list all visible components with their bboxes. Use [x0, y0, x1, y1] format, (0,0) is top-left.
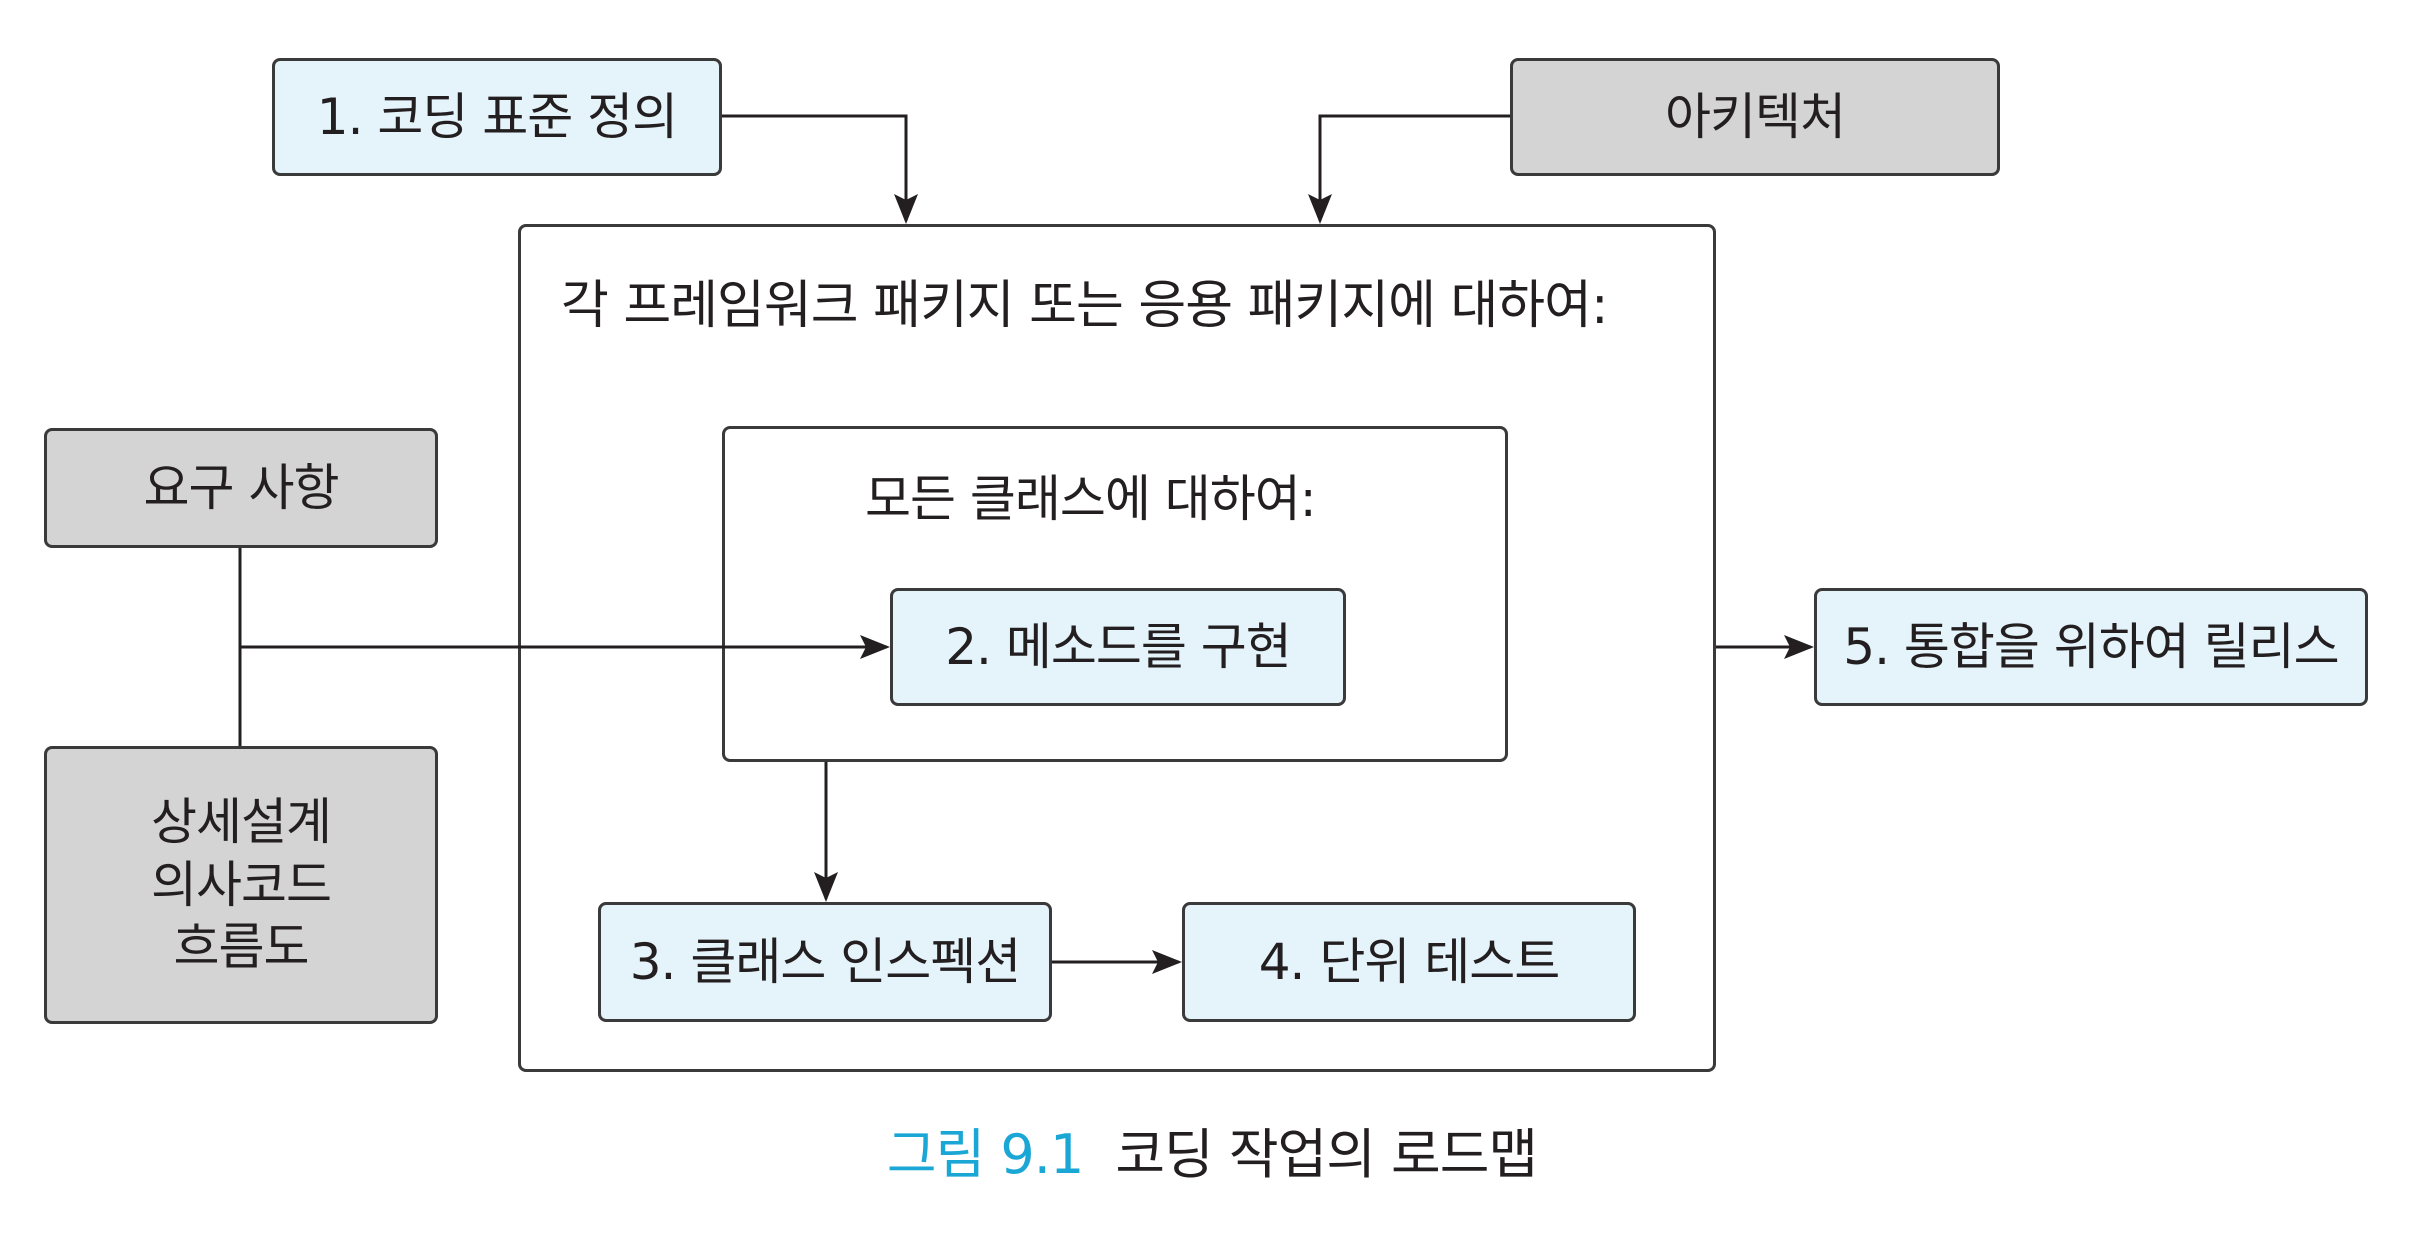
arrow-coding-standard-to-package — [722, 114, 918, 224]
coding-standard-label: 1. 코딩 표준 정의 — [316, 87, 678, 146]
release-label: 5. 통합을 위하여 릴리스 — [1843, 617, 2339, 676]
unit-test-label: 4. 단위 테스트 — [1258, 932, 1560, 991]
design-line-2: 의사코드 — [151, 855, 332, 914]
design-box: 상세설계 의사코드 흐름도 — [44, 746, 438, 1024]
requirements-label: 요구 사항 — [143, 458, 340, 517]
inner-class-container: 모든 클래스에 대하여: — [722, 426, 1508, 762]
coding-standard-box: 1. 코딩 표준 정의 — [272, 58, 722, 176]
arrow-architecture-to-package — [1308, 114, 1510, 224]
inner-container-title: 모든 클래스에 대하여: — [865, 470, 1317, 528]
architecture-box: 아키텍처 — [1510, 58, 2000, 176]
implement-methods-box: 2. 메소드를 구현 — [890, 588, 1346, 706]
class-inspection-label: 3. 클래스 인스펙션 — [629, 932, 1021, 991]
unit-test-box: 4. 단위 테스트 — [1182, 902, 1636, 1022]
class-inspection-box: 3. 클래스 인스펙션 — [598, 902, 1052, 1022]
outer-container-title: 각 프레임워크 패키지 또는 응용 패키지에 대하여: — [561, 276, 1608, 336]
implement-methods-label: 2. 메소드를 구현 — [945, 617, 1291, 676]
release-box: 5. 통합을 위하여 릴리스 — [1814, 588, 2368, 706]
figure-caption: 그림 9.1 코딩 작업의 로드맵 — [0, 1110, 2424, 1189]
requirements-box: 요구 사항 — [44, 428, 438, 548]
design-line-3: 흐름도 — [173, 918, 310, 977]
figure-label: 그림 9.1 — [886, 1123, 1084, 1186]
design-line-1: 상세설계 — [151, 793, 332, 852]
architecture-label: 아키텍처 — [1665, 87, 1846, 146]
figure-title: 코딩 작업의 로드맵 — [1115, 1123, 1538, 1186]
